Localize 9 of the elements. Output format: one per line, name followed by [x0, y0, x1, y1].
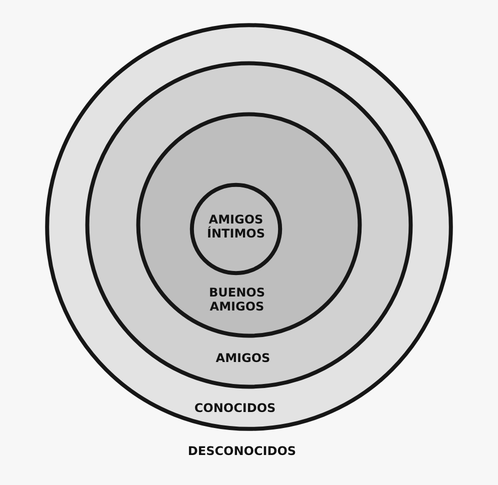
zone-circle	[84, 60, 414, 390]
zone-label: AMIGOS	[216, 350, 270, 366]
zone-circle	[43, 21, 455, 433]
zone-circle	[136, 112, 362, 338]
zone-label: AMIGOS ÍNTIMOS	[207, 212, 265, 242]
zone-circle	[191, 184, 281, 274]
zone-label: DESCONOCIDOS	[188, 444, 296, 458]
zone-label: CONOCIDOS	[194, 400, 276, 416]
zone-label: BUENOS AMIGOS	[209, 286, 265, 314]
